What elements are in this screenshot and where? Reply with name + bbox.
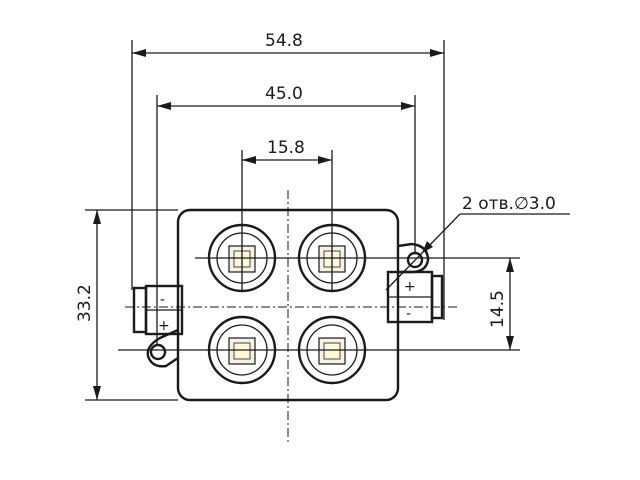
dimension-overall-width: 54.8 (132, 31, 444, 57)
left-terminal-plus-label: + (158, 318, 170, 334)
dimension-mount-hole-spacing-label: 45.0 (265, 84, 303, 104)
hole-callout: 2 отв.∅3.0 (385, 194, 570, 291)
left-terminal-minus-label: - (160, 292, 165, 308)
left-terminal-tab (132, 286, 148, 334)
dimension-body-height-label: 33.2 (75, 284, 95, 322)
right-terminal-minus-label: - (406, 306, 411, 322)
hole-callout-label: 2 отв.∅3.0 (462, 194, 556, 214)
left-mount-ear (146, 328, 179, 368)
dimension-led-row-spacing-label: 14.5 (488, 290, 508, 328)
dimension-body-height: 33.2 (75, 210, 101, 400)
dimension-overall-width-label: 54.8 (265, 31, 303, 51)
dimension-led-pitch: 15.8 (242, 138, 332, 164)
right-terminal-plus-label: + (404, 279, 416, 295)
dimension-mount-hole-spacing: 45.0 (157, 84, 415, 110)
right-terminal-tab (430, 274, 444, 320)
dimension-led-pitch-label: 15.8 (267, 138, 305, 158)
left-mount-hole (149, 343, 167, 361)
dimension-led-row-spacing: 14.5 (488, 258, 514, 350)
